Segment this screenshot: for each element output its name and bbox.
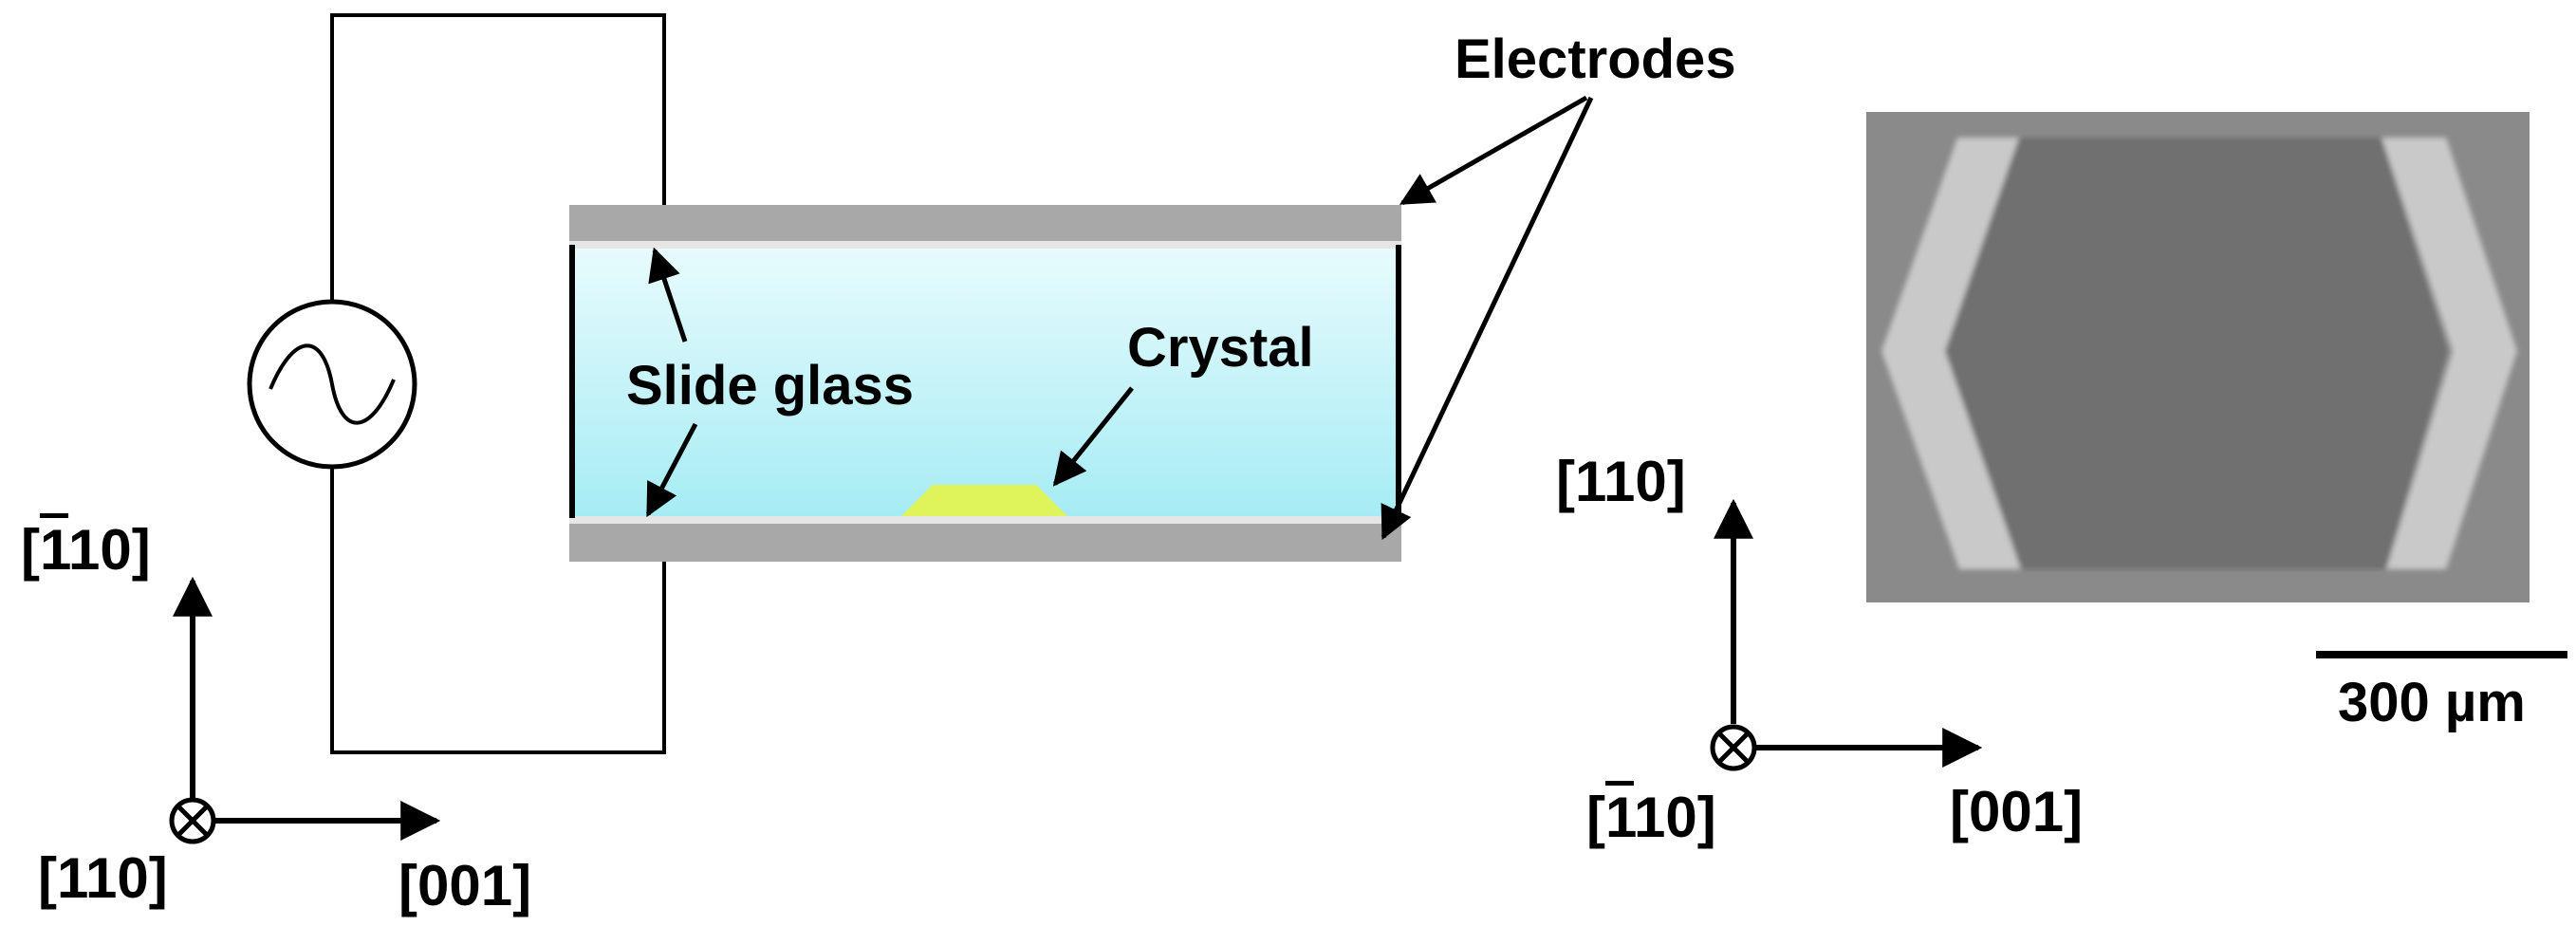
circle-cross-icon (169, 797, 216, 844)
annotation-arrows (645, 95, 1594, 541)
crystal-shape (901, 485, 1067, 516)
slide-glass-label: Slide glass (626, 355, 915, 417)
electrode-arrow-top (1399, 95, 1588, 206)
liquid-region (571, 248, 1399, 516)
micrograph-crystal-face (1945, 138, 2448, 569)
electrodes-label: Electrodes (1455, 28, 1736, 90)
left-vertical-axis-label: [110] (21, 518, 151, 582)
left-axes (169, 576, 441, 844)
left-out-of-plane-label: [110] (38, 846, 168, 910)
liquid-cell (569, 205, 1401, 562)
left-horizontal-axis-label: [001] (398, 854, 532, 917)
right-vertical-axis-label: [110] (1556, 450, 1686, 513)
right-out-of-plane-label: [110] (1586, 786, 1716, 849)
circle-cross-icon (1710, 724, 1757, 771)
scale-bar-label: 300 µm (2338, 672, 2526, 733)
micrograph-right-edge (2381, 138, 2517, 569)
ac-source-icon (247, 299, 417, 470)
electrode-arrow-bottom (1381, 96, 1594, 541)
crystal-micrograph (1866, 112, 2530, 602)
micrograph-left-edge (1881, 138, 2021, 569)
right-axes (1710, 498, 1983, 771)
circuit-wires (330, 13, 666, 754)
right-horizontal-axis-label: [001] (1950, 780, 2084, 843)
bottom-slide-glass (569, 516, 1401, 524)
crystal-arrow (1052, 386, 1134, 487)
top-electrode (569, 205, 1401, 241)
glass-arrow-top (648, 247, 688, 343)
crystal-label: Crystal (1127, 317, 1314, 379)
glass-arrow-bottom (645, 422, 698, 518)
top-slide-glass (569, 241, 1401, 249)
bottom-electrode (569, 524, 1401, 562)
